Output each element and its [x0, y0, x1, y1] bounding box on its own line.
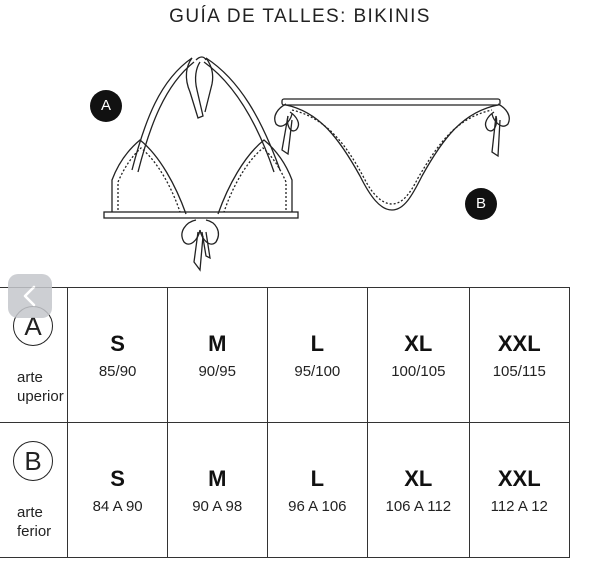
badge-a-label: A: [100, 97, 111, 114]
size-cell: M 90/95: [166, 287, 268, 423]
size-cell: L 96 A 106: [266, 422, 369, 558]
badge-b: [465, 188, 497, 220]
size-cell: XXL 105/115: [468, 287, 571, 423]
bikini-bottom-drawing: [274, 98, 510, 211]
size-label: S: [110, 465, 125, 491]
row-label-line1: arte: [17, 369, 43, 386]
size-label: L: [310, 465, 325, 491]
page-title: GUÍA DE TALLES: BIKINIS: [169, 6, 431, 27]
size-measure: 96 A 106: [288, 497, 347, 515]
size-label: L: [310, 330, 325, 356]
size-cell: M 90 A 98: [166, 422, 268, 558]
size-measure: 112 A 12: [490, 497, 548, 515]
size-cell: S 85/90: [67, 287, 168, 423]
row-label-line1: arte: [17, 504, 43, 521]
size-label: S: [110, 330, 125, 356]
row-label-line2: uperior: [17, 388, 64, 405]
size-measure: 106 A 112: [385, 497, 452, 515]
size-cell: XXL 112 A 12: [468, 422, 571, 558]
badge-b-label: B: [475, 195, 486, 212]
size-measure: 84 A 90: [92, 497, 143, 515]
size-cell: S 84 A 90: [67, 422, 168, 558]
size-measure: 100/105: [391, 362, 446, 380]
size-measure: 90 A 98: [192, 497, 243, 515]
bikini-illustration: [90, 56, 510, 272]
size-label: XL: [404, 330, 433, 356]
back-button[interactable]: [8, 274, 52, 318]
size-label: M: [208, 465, 227, 491]
size-measure: 85/90: [98, 362, 137, 380]
size-label: M: [208, 330, 227, 356]
badge-a: [90, 90, 122, 122]
size-measure: 105/115: [492, 362, 546, 380]
table-row-bottom: B arte ferior S 84 A 90 M 90 A 98 L 96 A 10…: [0, 422, 571, 558]
chevron-left-icon: [23, 285, 36, 307]
bikini-top-drawing: [103, 56, 299, 272]
row-label-cell: B arte ferior: [0, 422, 69, 558]
row-letter-circle: B: [13, 441, 53, 481]
row-label-line2: ferior: [17, 523, 52, 540]
size-measure: 90/95: [198, 362, 236, 380]
size-label: XL: [404, 465, 433, 491]
size-cell: L 95/100: [266, 287, 369, 423]
size-label: XXL: [497, 465, 541, 491]
size-label: XXL: [497, 330, 541, 356]
size-cell: XL 106 A 112: [367, 422, 470, 558]
size-cell: XL 100/105: [367, 287, 470, 423]
size-measure: 95/100: [294, 362, 341, 380]
